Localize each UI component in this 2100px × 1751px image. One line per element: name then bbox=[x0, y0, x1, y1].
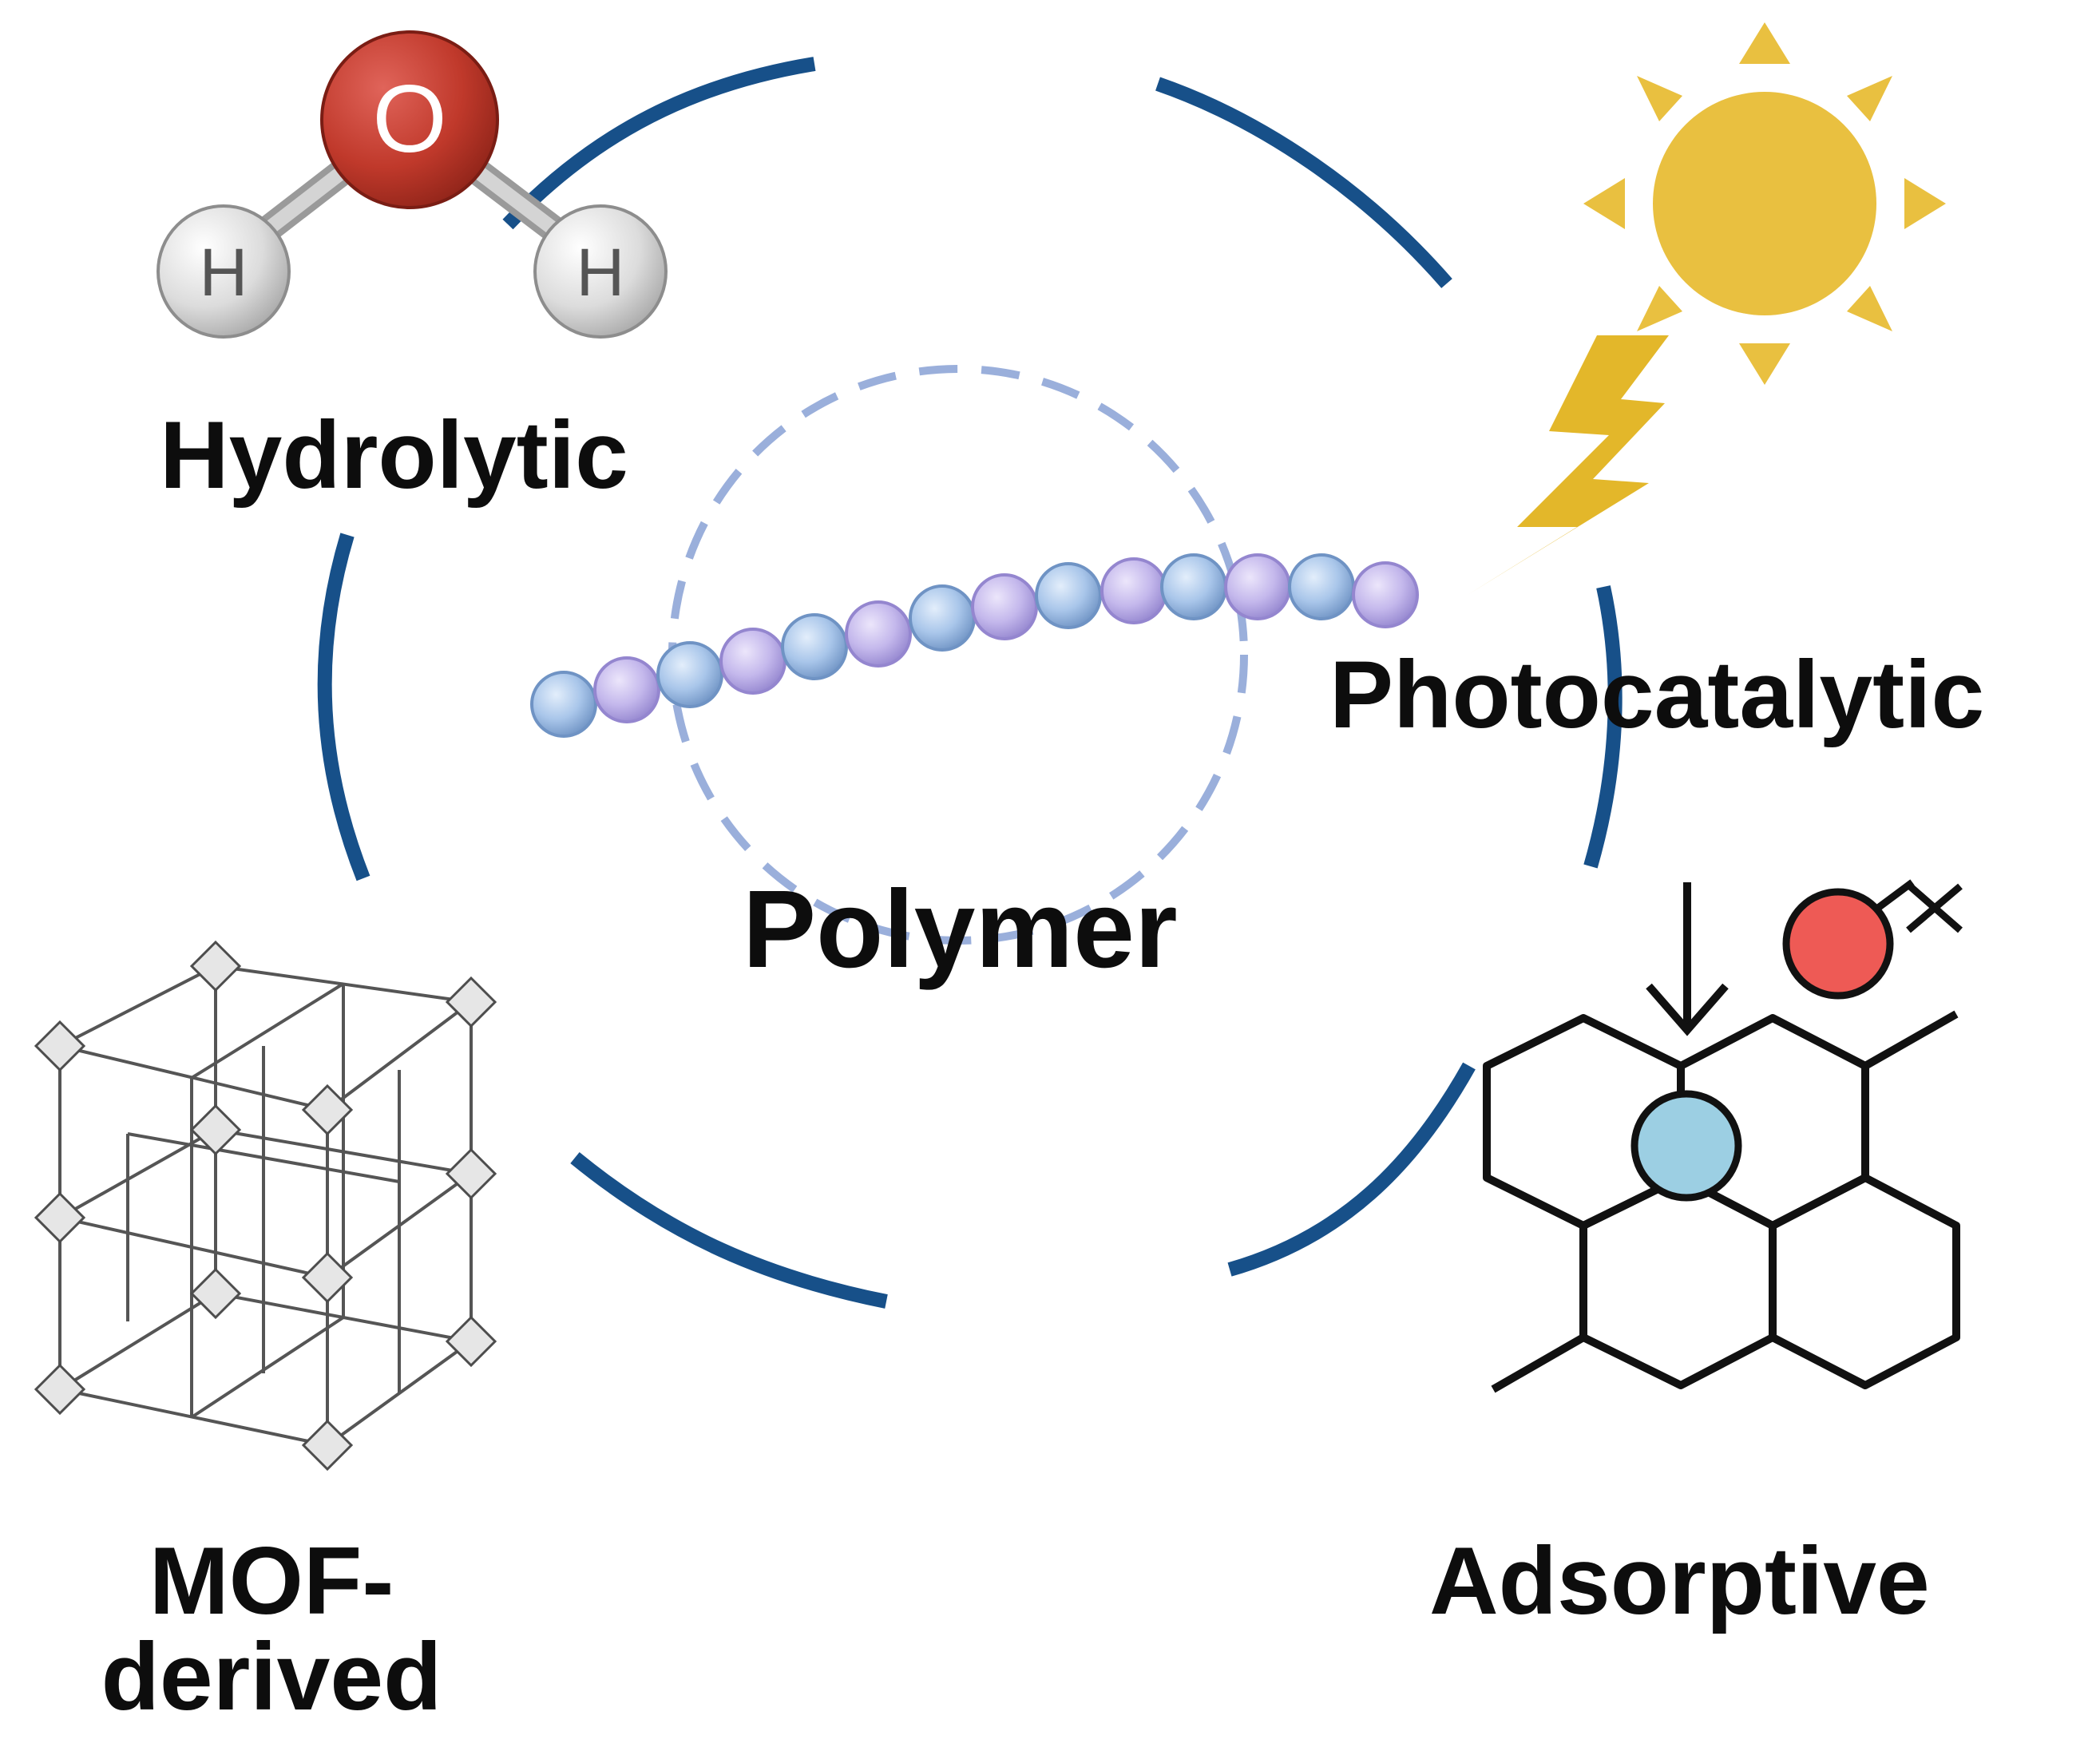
oxygen-symbol: O bbox=[372, 65, 446, 172]
label-adsorptive: Adsorptive bbox=[1429, 1527, 1930, 1634]
polymer-chain-icon bbox=[530, 553, 1419, 738]
ring-arc-top-right bbox=[1155, 77, 1452, 288]
label-hydrolytic: Hydrolytic bbox=[160, 402, 628, 509]
label-mof-derived: MOF- derived bbox=[80, 1533, 463, 1725]
adsorbed-molecule bbox=[1630, 1090, 1742, 1202]
ring-arc-left bbox=[317, 533, 370, 881]
label-photocatalytic: Photocatalytic bbox=[1329, 641, 1985, 748]
hydrogen-symbol-right: H bbox=[577, 235, 625, 310]
lightning-icon bbox=[1468, 335, 1669, 595]
free-molecule bbox=[1782, 888, 1894, 1000]
label-polymer-center: Polymer bbox=[743, 868, 1178, 991]
ring-arc-bottom-left bbox=[570, 1152, 888, 1309]
sun-icon bbox=[1583, 22, 1946, 385]
oxygen-atom bbox=[320, 30, 499, 209]
ring-arc-top-left bbox=[502, 57, 816, 230]
hydrogen-atom-right bbox=[533, 204, 668, 339]
hydrogen-atom-left bbox=[157, 204, 291, 339]
ring-arc-bottom-right bbox=[1227, 1062, 1476, 1277]
ring-arc-right bbox=[1583, 585, 1623, 869]
water-molecule-icon: O H H bbox=[157, 30, 668, 339]
hydrogen-symbol-left: H bbox=[200, 235, 248, 310]
outer-ring bbox=[317, 57, 1623, 1309]
adsorbent-lattice-icon bbox=[1483, 879, 1963, 1393]
mof-framework-icon bbox=[34, 940, 497, 1472]
label-mof-line2: derived bbox=[101, 1623, 442, 1730]
label-mof-line1: MOF- bbox=[149, 1527, 394, 1634]
